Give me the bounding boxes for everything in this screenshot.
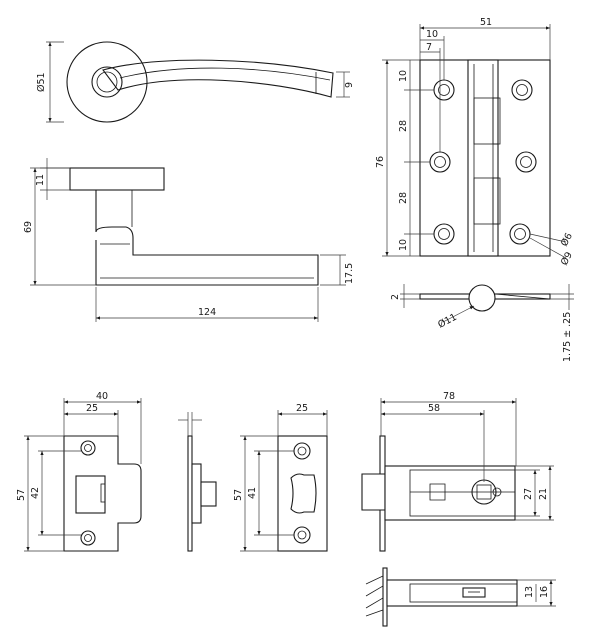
latch-side-height-a-label: 13 <box>524 586 535 598</box>
forend-hole-pitch-label: 42 <box>30 487 41 499</box>
lever-handle-side-view: 11 69 17.5 124 <box>23 158 355 322</box>
forend-width-label: 40 <box>96 391 108 402</box>
forend-height-label: 57 <box>16 489 27 501</box>
knuckle-diameter-label: Ø11 <box>436 312 458 331</box>
knuckle-diameter-leader <box>442 305 475 323</box>
latch-forend-front-view: 40 25 57 42 <box>16 391 142 552</box>
hole-pitch-top-edge-label: 10 <box>398 70 409 82</box>
strike-width-label: 25 <box>296 403 308 414</box>
hole-pitch-lower-label: 28 <box>398 192 409 204</box>
latch-side-forend <box>382 567 388 627</box>
latch-backset-label: 58 <box>428 403 440 414</box>
strike-aperture <box>290 473 317 514</box>
latch-forend-side-view <box>178 412 217 552</box>
lever-thickness-label: 17.5 <box>344 263 355 284</box>
forend-plate-side <box>187 435 193 552</box>
latch-body-height-label: 27 <box>523 488 534 500</box>
latch-case-height-label: 21 <box>538 488 549 500</box>
hinge-gap-label: 1.75 ± .25 <box>562 312 573 362</box>
rose-outer-circle <box>66 41 148 123</box>
latch-bolt-side <box>200 481 217 507</box>
rose-diameter-label: Ø51 <box>36 72 47 92</box>
lever-end-label: 9 <box>344 82 355 88</box>
hinge-front-view: 51 10 7 76 10 28 28 10 Ø6 Ø9 <box>375 17 575 267</box>
latch-backset-total-label: 78 <box>443 391 455 402</box>
strike-hole-pitch-label: 41 <box>247 487 258 499</box>
latch-side-slot <box>462 587 486 598</box>
hole-pitch-upper-label: 28 <box>398 120 409 132</box>
rose-inner-circle <box>91 66 123 98</box>
lever-arm-top <box>102 59 334 98</box>
rose-side-profile <box>69 167 165 191</box>
hole-offset-inner-label: 7 <box>426 42 432 53</box>
latch-bolt-head <box>361 473 386 511</box>
lever-arm-edge <box>119 67 331 81</box>
strike-plate-view: 25 57 41 <box>233 403 328 552</box>
hinge-width-label: 51 <box>480 17 492 28</box>
hinge-height-label: 76 <box>375 156 386 168</box>
latch-side-height-b-label: 16 <box>539 586 550 598</box>
lever-handle-top-view: Ø51 9 <box>36 41 355 123</box>
hinge-knuckle-strip <box>467 59 499 257</box>
latch-bolt-aperture <box>75 475 106 514</box>
tubular-latch-top-view: 78 58 27 21 <box>361 391 554 552</box>
rose-thickness-label: 11 <box>35 174 46 186</box>
hole-offset-outer-label: 10 <box>426 29 438 40</box>
hinge-knuckle-section <box>468 284 496 312</box>
spindle-circle <box>96 71 118 93</box>
hole-pitch-bottom-edge-label: 10 <box>398 239 409 251</box>
handle-length-label: 124 <box>198 307 216 318</box>
lever-side-profile <box>95 190 319 286</box>
strike-height-label: 57 <box>233 489 244 501</box>
tubular-latch-side-view: 13 16 <box>365 567 556 627</box>
handle-height-label: 69 <box>23 221 34 233</box>
hole-small-diameter-label: Ø6 <box>559 231 575 248</box>
hinge-top-view: 2 Ø11 1.75 ± .25 <box>390 284 574 362</box>
forend-inner-width-label: 25 <box>86 403 98 414</box>
leaf-thickness-label: 2 <box>390 294 401 300</box>
hole-large-diameter-label: Ø9 <box>559 250 575 267</box>
